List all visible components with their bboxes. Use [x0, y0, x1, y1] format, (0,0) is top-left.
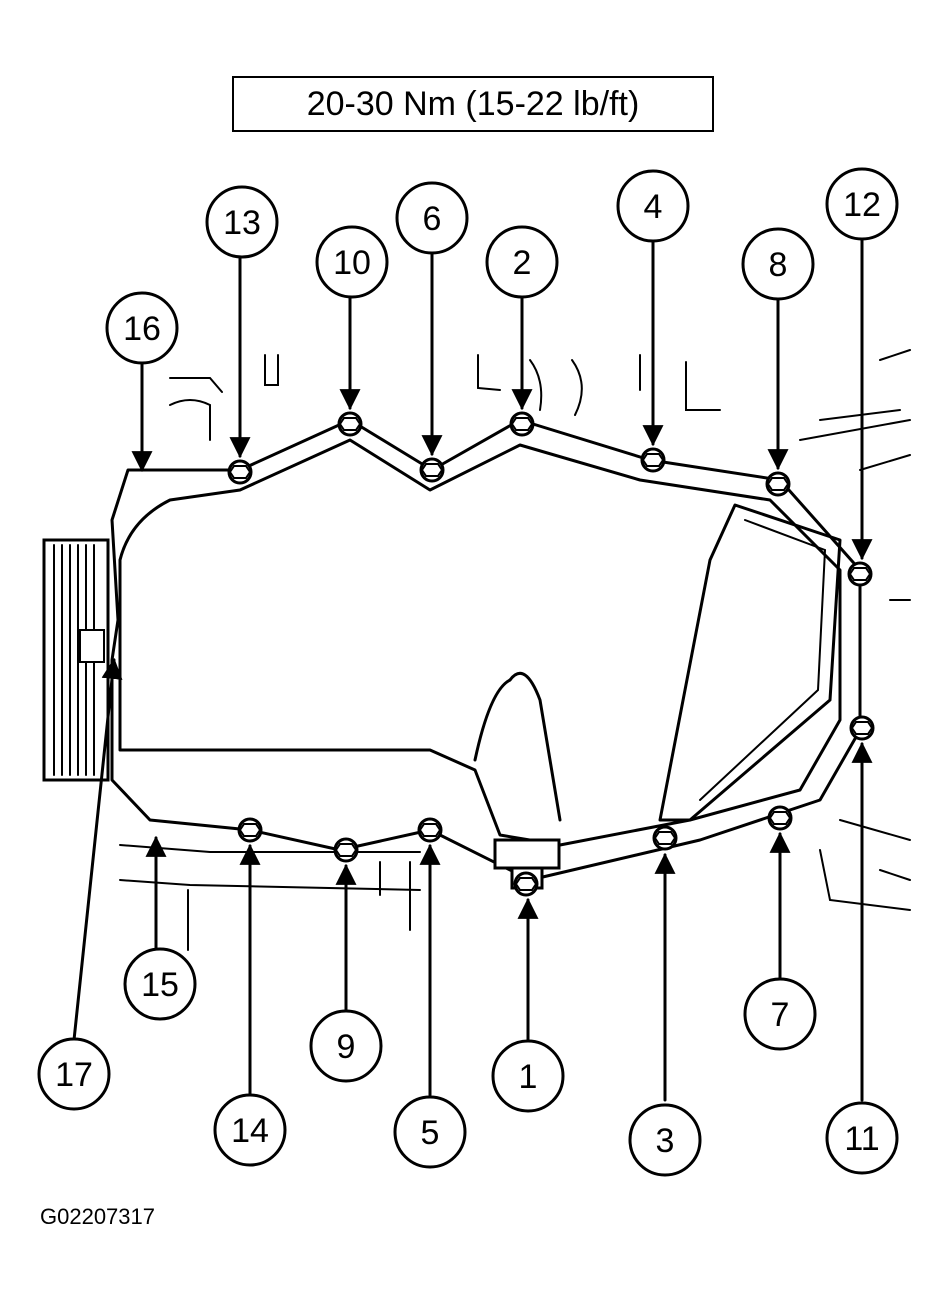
bolt-10 [337, 411, 363, 437]
callout-circles: 1 2 3 4 5 6 7 8 9 10 11 12 13 14 15 16 1… [37, 167, 899, 1177]
callout-3: 3 [628, 1103, 702, 1177]
callout-17: 17 [37, 1037, 111, 1111]
bolt-14 [237, 817, 263, 843]
bolt-5 [417, 817, 443, 843]
bolt-3 [652, 825, 678, 851]
callout-16: 16 [105, 291, 179, 365]
svg-text:2: 2 [513, 244, 532, 282]
svg-text:6: 6 [423, 200, 442, 238]
svg-text:8: 8 [769, 246, 788, 284]
svg-text:7: 7 [771, 996, 790, 1034]
oil-pan [110, 418, 862, 890]
svg-text:12: 12 [843, 186, 881, 224]
svg-text:9: 9 [337, 1028, 356, 1066]
bolt-13 [227, 459, 253, 485]
callout-11: 11 [825, 1101, 899, 1175]
callout-2: 2 [485, 225, 559, 299]
callout-6: 6 [395, 181, 469, 255]
pan-bolts [227, 411, 875, 897]
callout-14: 14 [213, 1093, 287, 1167]
callout-15: 15 [123, 947, 197, 1021]
bolt-11 [849, 715, 875, 741]
bolt-9 [333, 837, 359, 863]
svg-text:14: 14 [231, 1112, 269, 1150]
callout-13: 13 [205, 185, 279, 259]
svg-text:5: 5 [421, 1114, 440, 1152]
torque-spec-label: 20-30 Nm (15-22 lb/ft) [232, 76, 714, 132]
figure-id: G02207317 [40, 1204, 155, 1229]
callout-9: 9 [309, 1009, 383, 1083]
callout-5: 5 [393, 1095, 467, 1169]
engine-block-outline [119, 349, 911, 951]
callout-8: 8 [741, 227, 815, 301]
svg-text:13: 13 [223, 204, 261, 242]
bolt-7 [767, 805, 793, 831]
callout-1: 1 [491, 1039, 565, 1113]
callout-12: 12 [825, 167, 899, 241]
svg-text:15: 15 [141, 966, 179, 1004]
bolt-8 [765, 471, 791, 497]
svg-text:10: 10 [333, 244, 371, 282]
callout-4: 4 [616, 169, 690, 243]
leader-arrows [72, 238, 873, 1102]
svg-text:3: 3 [656, 1122, 675, 1160]
svg-text:1: 1 [519, 1058, 538, 1096]
bolt-1 [513, 871, 539, 897]
bolt-2 [509, 411, 535, 437]
svg-text:16: 16 [123, 310, 161, 348]
callout-10: 10 [315, 225, 389, 299]
bolt-6 [419, 457, 445, 483]
crankshaft-pulley [42, 538, 110, 782]
svg-text:11: 11 [844, 1120, 879, 1158]
bolt-12 [847, 561, 873, 587]
svg-text:4: 4 [644, 188, 663, 226]
bolt-4 [640, 447, 666, 473]
callout-7: 7 [743, 977, 817, 1051]
svg-text:17: 17 [55, 1056, 93, 1094]
